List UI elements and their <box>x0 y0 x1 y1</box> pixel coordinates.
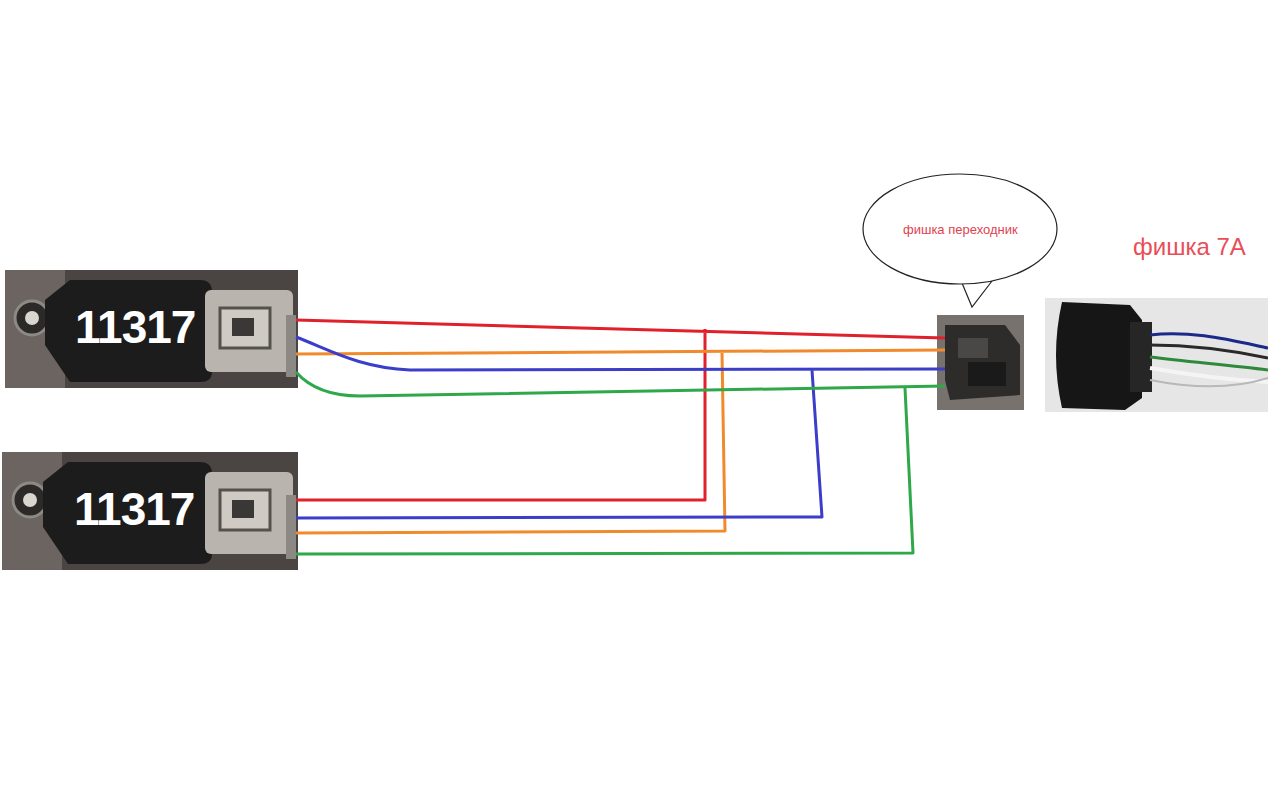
blue-wire <box>296 337 945 518</box>
green-wire <box>296 372 945 554</box>
adapter-connector-photo <box>937 315 1024 410</box>
red-wire <box>296 320 945 500</box>
ignition-coil-photo <box>2 452 298 570</box>
part-number: 11317 <box>75 300 195 354</box>
wires <box>296 320 945 554</box>
bubble-ellipse <box>863 174 1057 284</box>
bubble-tail <box>962 281 992 307</box>
connector-7a-photo <box>1045 298 1268 412</box>
ignition-coil: 11317 <box>5 270 298 388</box>
speech-bubble: фишка переходник <box>862 173 1058 285</box>
orange-wire <box>296 350 945 533</box>
connector-label: фишка 7А <box>1133 233 1246 261</box>
ignition-coil: 11317 <box>2 452 298 570</box>
callout-text: фишка переходник <box>903 222 1018 237</box>
part-number: 11317 <box>74 482 194 536</box>
ignition-coil-photo <box>5 270 298 388</box>
